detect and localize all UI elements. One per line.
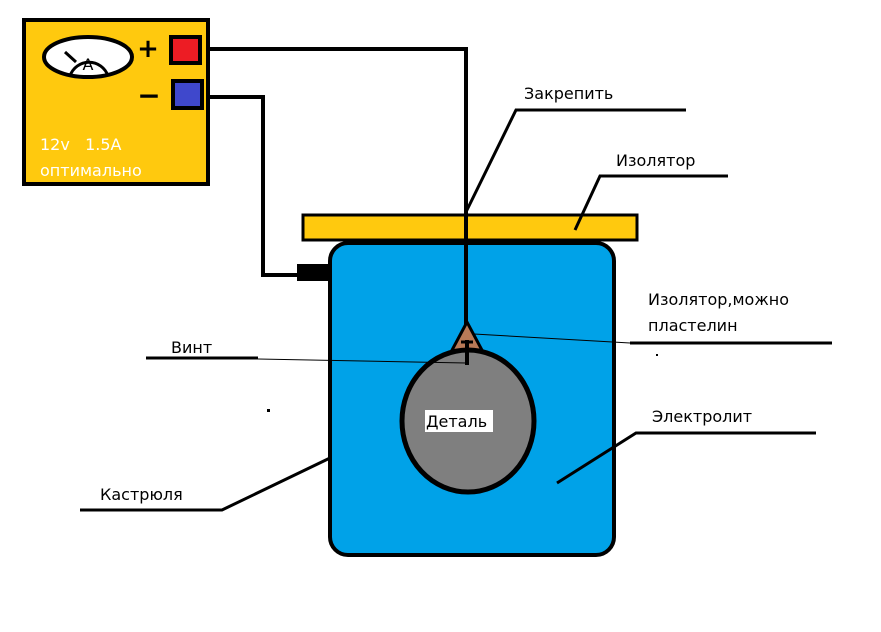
- minus-sign: −: [137, 79, 160, 112]
- label-fix: Закрепить: [524, 84, 613, 103]
- pot-connector: [297, 264, 330, 281]
- label-electrolyte: Электролит: [652, 407, 752, 426]
- label-screw: Винт: [171, 338, 212, 357]
- rating-text: 12v 1.5A: [40, 135, 122, 154]
- label-insulator-plasticine-2: пластелин: [648, 316, 738, 335]
- positive-terminal: [169, 35, 202, 65]
- part-label: Деталь: [426, 412, 487, 431]
- insulator-lid: [301, 213, 639, 242]
- negative-terminal: [171, 79, 204, 110]
- plus-sign: +: [137, 34, 159, 64]
- rating-note: оптимально: [40, 161, 142, 180]
- label-pot: Кастрюля: [100, 485, 183, 504]
- power-supply: A + − 12v 1.5A оптимально: [22, 18, 210, 186]
- label-insulator: Изолятор: [616, 151, 695, 170]
- negative-wire: [192, 95, 300, 277]
- ammeter-icon: A: [42, 35, 134, 79]
- label-insulator-plasticine-1: Изолятор,можно: [648, 290, 789, 309]
- ammeter-label: A: [83, 55, 94, 74]
